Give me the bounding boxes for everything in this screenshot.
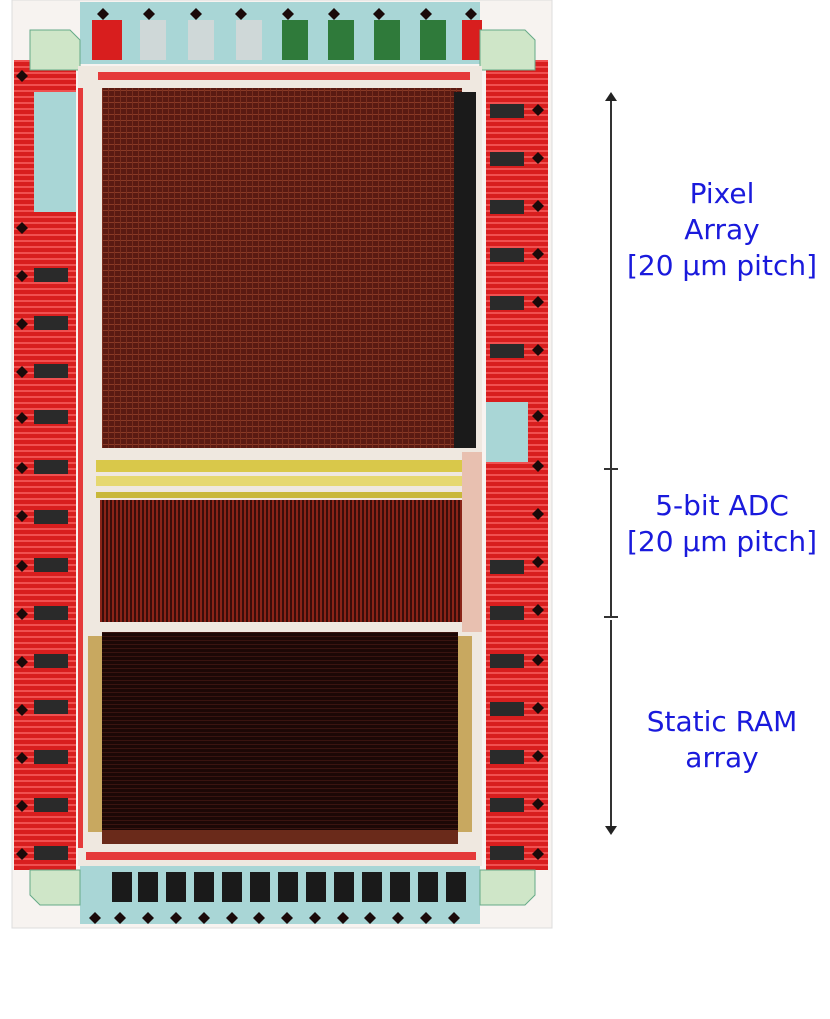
- sram-dimension-line: [610, 620, 612, 828]
- corner-tr: [479, 29, 536, 71]
- top-red-bus: [98, 72, 470, 80]
- left-pad-cells: [34, 268, 68, 860]
- pixel-array-arrow-top: [605, 92, 617, 101]
- top-pad-cells: [92, 20, 482, 60]
- pixel-array-label-line1: Pixel: [689, 177, 755, 210]
- sram-block: [102, 632, 458, 830]
- adc-label-line1: 5-bit ADC: [655, 489, 789, 522]
- adc-sram-boundary-tick: [604, 616, 618, 618]
- pixel-adc-boundary-tick: [604, 468, 618, 470]
- adc-yellow-band-3: [96, 492, 466, 498]
- pixel-array-block: [102, 88, 462, 448]
- left-cyan-block: [34, 92, 76, 212]
- adc-dimension-line: [610, 470, 612, 616]
- adc-label-line2: [20 µm pitch]: [626, 525, 818, 558]
- sram-bottom-sense: [102, 830, 458, 844]
- chip-layout-image: [11, 0, 553, 929]
- pixel-array-dimension-line: [610, 98, 612, 468]
- corner-br: [479, 869, 536, 906]
- bottom-pad-cells: [112, 872, 466, 902]
- sram-label-line2: array: [685, 741, 759, 774]
- right-pad-cells: [490, 104, 524, 860]
- pixel-array-label: Pixel Array [20 µm pitch]: [614, 176, 830, 284]
- sram-left-decoder: [88, 636, 102, 832]
- sram-label-line1: Static RAM: [646, 705, 798, 738]
- sram-right-decoder: [458, 636, 472, 832]
- bond-pads: [16, 8, 544, 924]
- sram-label: Static RAM array: [614, 704, 830, 776]
- pixel-array-label-line3: [20 µm pitch]: [626, 249, 818, 282]
- adc-yellow-band-2: [96, 476, 466, 486]
- sram-arrow-bottom: [605, 826, 617, 835]
- adc-label: 5-bit ADC [20 µm pitch]: [614, 488, 830, 560]
- adc-block: [100, 500, 462, 622]
- pixel-array-label-line2: Array: [684, 213, 760, 246]
- right-cyan-block: [486, 402, 528, 462]
- corner-tl: [29, 29, 81, 71]
- corner-bl: [29, 869, 81, 906]
- adc-right-logic: [462, 452, 482, 632]
- pixel-array-column-drivers: [454, 92, 476, 448]
- left-red-bus: [78, 88, 83, 848]
- bottom-red-bus: [86, 852, 476, 860]
- adc-yellow-band-1: [96, 460, 466, 472]
